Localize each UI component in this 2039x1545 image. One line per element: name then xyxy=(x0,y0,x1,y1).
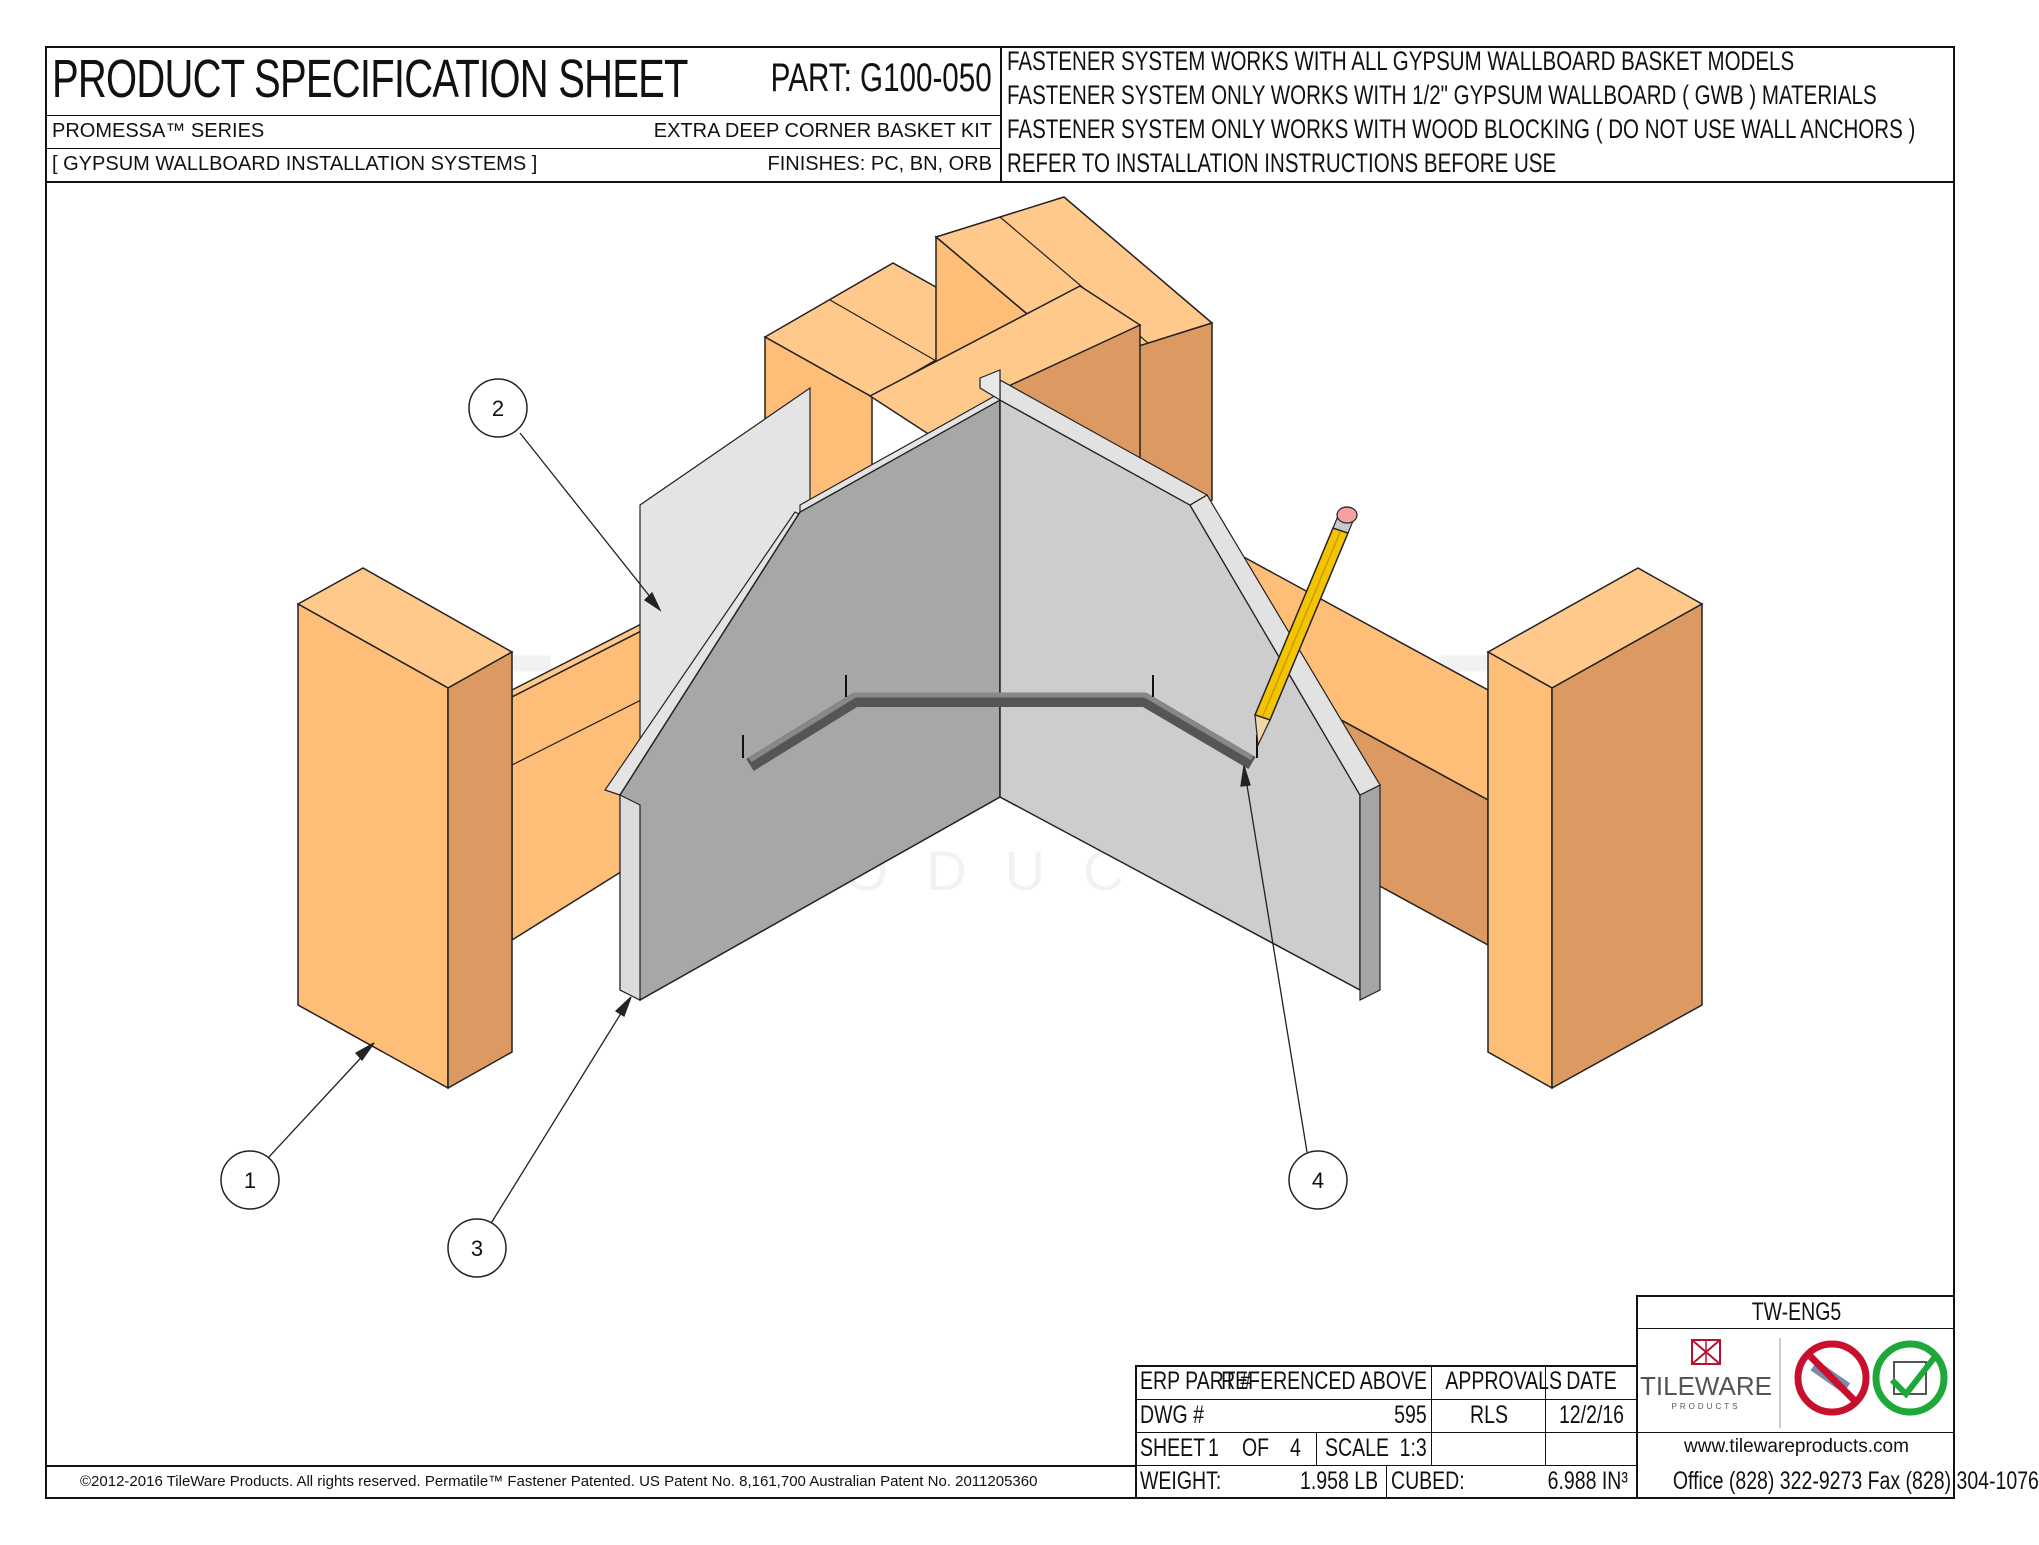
callout-3-label: 3 xyxy=(471,1236,483,1261)
footer-rule xyxy=(45,1465,1136,1467)
company-logo-area: TILEWARE PRODUCTS xyxy=(1640,1338,1948,1428)
sheet-label: SHEET xyxy=(1140,1434,1206,1462)
cubed-value: 6.988 IN³ xyxy=(1547,1467,1628,1495)
company-block-edge xyxy=(1636,1295,1638,1499)
callout-4: 4 xyxy=(1288,1150,1348,1210)
logo-subtext: PRODUCTS xyxy=(1672,1402,1741,1411)
tb-row-2 xyxy=(1135,1432,1637,1433)
company-block-rule xyxy=(1636,1328,1955,1329)
weight-label: WEIGHT: xyxy=(1140,1467,1222,1495)
sheet-of-label: OF xyxy=(1242,1434,1270,1462)
approvals-value: RLS xyxy=(1470,1401,1508,1429)
wood-blocking-approved-icon xyxy=(1872,1340,1948,1416)
no-wall-anchors-icon xyxy=(1794,1340,1870,1416)
tb-col-approvals xyxy=(1431,1365,1432,1433)
tb-col-scale-end xyxy=(1431,1432,1432,1466)
system-label: [ GYPSUM WALLBOARD INSTALLATION SYSTEMS … xyxy=(52,153,538,175)
callout-2-label: 2 xyxy=(492,396,504,421)
copyright-text: ©2012-2016 TileWare Products. All rights… xyxy=(80,1473,1038,1490)
basket-layout-line xyxy=(742,675,1258,771)
tileware-logo: TILEWARE PRODUCTS xyxy=(1640,1339,1772,1411)
company-website[interactable]: www.tilewareproducts.com xyxy=(1684,1436,1909,1457)
wallboard-right-panel xyxy=(999,378,1381,1001)
callout-1: 1 xyxy=(220,1150,280,1210)
tb-col-date xyxy=(1545,1365,1546,1466)
page-title: PRODUCT SPECIFICATION SHEET xyxy=(52,49,688,109)
tb-top-edge xyxy=(1135,1365,1637,1367)
leader-lines xyxy=(267,432,1308,1226)
header-bottom-rule xyxy=(45,181,1955,183)
sheet-border xyxy=(45,46,1955,1499)
sheet-total: 4 xyxy=(1290,1434,1301,1462)
date-label: DATE xyxy=(1566,1367,1617,1395)
finishes-label: FINISHES: PC, BN, ORB xyxy=(767,153,992,175)
tb-row-1 xyxy=(1135,1399,1637,1400)
callout-1-label: 1 xyxy=(244,1168,256,1193)
header-rule-2 xyxy=(45,148,1000,149)
note-2: FASTENER SYSTEM ONLY WORKS WITH 1/2" GYP… xyxy=(1007,80,1877,110)
company-block-top xyxy=(1636,1295,1955,1297)
scale-label: SCALE xyxy=(1325,1434,1389,1462)
header-rule-1 xyxy=(45,115,1000,116)
erp-value: REFERENCED ABOVE xyxy=(1221,1367,1427,1395)
header-divider xyxy=(1000,46,1002,182)
front-stud-left xyxy=(296,567,514,1090)
series-label: PROMESSA™ SERIES xyxy=(52,120,265,142)
tb-col-cubed xyxy=(1386,1465,1387,1499)
pencil-icon xyxy=(1253,506,1358,748)
callout-3: 3 xyxy=(447,1218,507,1278)
note-4: REFER TO INSTALLATION INSTRUCTIONS BEFOR… xyxy=(1007,148,1557,178)
drawing-code: TW-ENG5 xyxy=(1751,1298,1842,1326)
callout-2: 2 xyxy=(468,378,528,438)
dwg-value: 595 xyxy=(1394,1401,1427,1429)
tb-col-scale xyxy=(1316,1432,1317,1466)
callout-4-label: 4 xyxy=(1312,1168,1324,1193)
front-stud-right xyxy=(1486,567,1704,1090)
note-3: FASTENER SYSTEM ONLY WORKS WITH WOOD BLO… xyxy=(1007,114,1916,144)
logo-text: TILEWARE xyxy=(1640,1371,1772,1401)
part-number: PART: G100-050 xyxy=(770,56,992,100)
sheet-number: 1 xyxy=(1208,1434,1219,1462)
date-value: 12/2/16 xyxy=(1558,1401,1625,1429)
note-1: FASTENER SYSTEM WORKS WITH ALL GYPSUM WA… xyxy=(1007,46,1795,76)
company-block-rule-2 xyxy=(1636,1432,1955,1433)
cubed-label: CUBED: xyxy=(1391,1467,1465,1495)
company-phones: Office (828) 322-9273 Fax (828) 304-1076 xyxy=(1672,1467,2039,1495)
approvals-label: APPROVALS xyxy=(1445,1367,1563,1395)
erp-label: ERP PART # xyxy=(1140,1367,1252,1395)
wallboard-top-edge xyxy=(979,369,1001,402)
dwg-label: DWG # xyxy=(1140,1401,1204,1429)
kit-label: EXTRA DEEP CORNER BASKET KIT xyxy=(653,120,992,142)
scale-value: 1:3 xyxy=(1399,1434,1427,1462)
wallboard-left-panel xyxy=(604,386,1001,1002)
weight-value: 1.958 LB xyxy=(1299,1467,1378,1495)
